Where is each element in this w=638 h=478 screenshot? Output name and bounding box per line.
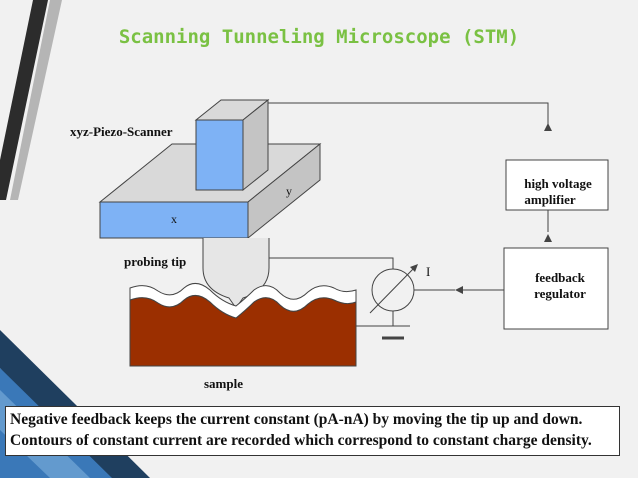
current-label: I [426,264,431,279]
amplifier-text: high voltage amplifier [508,176,608,208]
high-voltage-amplifier-box [505,159,609,211]
caption-line2: Contours of constant current are recorde… [10,432,592,449]
axis-y-label: y [286,184,292,198]
scanner-label: xyz-Piezo-Scanner [70,124,173,139]
sample-surface-wave [129,283,357,319]
arrow-up-regulator [544,234,552,242]
caption-line1: Negative feedback keeps the current cons… [10,411,583,428]
decor-stripe-top-dark [0,0,48,200]
arrow-left-current [455,286,463,294]
arrow-up-amplifier [544,123,552,131]
regulator-line1: feedback [535,270,585,285]
amplifier-line2: amplifier [524,192,576,207]
amplifier-line1: high voltage [524,176,592,191]
feedback-regulator-box [503,247,609,330]
ammeter-needle [369,265,417,314]
regulator-text: feedback regulator [508,270,612,302]
ammeter-arrowhead [410,264,418,272]
circuit-wiring [268,102,549,340]
caption-box: Negative feedback keeps the current cons… [5,406,620,456]
scanner-base-front [99,201,249,239]
regulator-line2: regulator [534,286,586,301]
decor-stripe-top-light [10,0,62,200]
slide-title: Scanning Tunneling Microscope (STM) [118,26,520,48]
axis-x-label: x [171,212,177,226]
sample-label: sample [204,376,243,391]
scanner-block-front [195,119,244,191]
probing-tip-label: probing tip [124,254,187,269]
